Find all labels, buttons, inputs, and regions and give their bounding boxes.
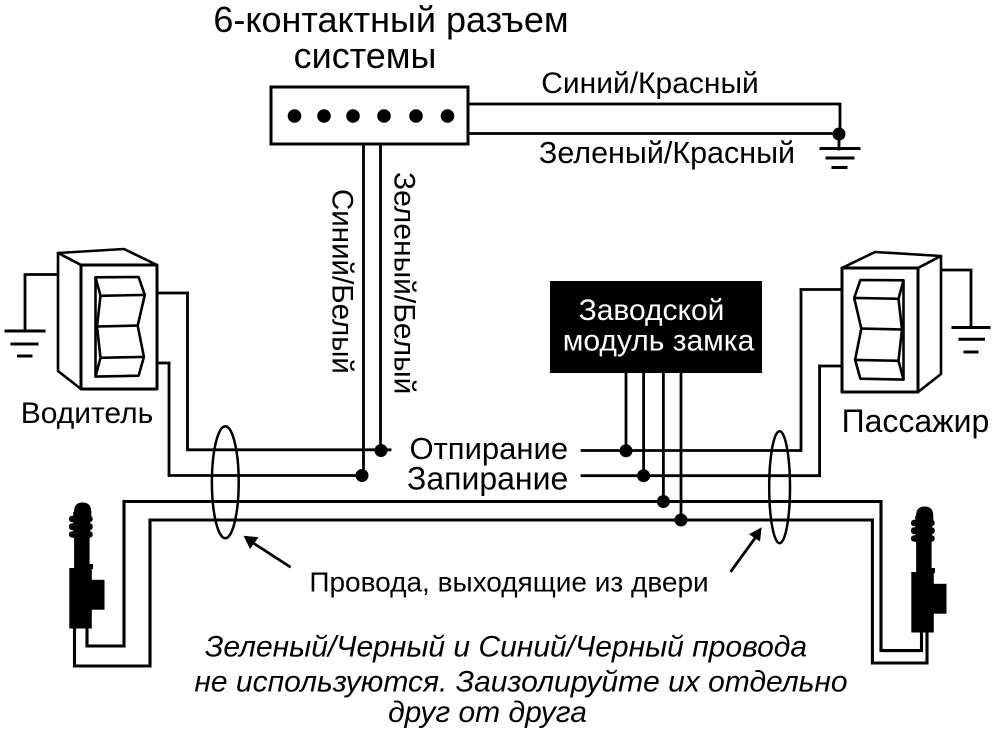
- svg-text:Водитель: Водитель: [21, 397, 154, 430]
- svg-text:Заводской: Заводской: [579, 294, 725, 327]
- svg-text:Зеленый/Красный: Зеленый/Красный: [539, 136, 795, 170]
- svg-text:Провода, выходящие из двери: Провода, выходящие из двери: [309, 567, 708, 598]
- svg-text:6-контактный разъем: 6-контактный разъем: [213, 0, 568, 40]
- svg-text:Пассажир: Пассажир: [842, 403, 990, 439]
- svg-text:друг от друга: друг от друга: [388, 696, 587, 729]
- svg-text:Синий/Красный: Синий/Красный: [541, 67, 759, 100]
- svg-text:Отпирание: Отпирание: [410, 431, 569, 466]
- svg-text:Зеленый/Черный и Синий/Черный: Зеленый/Черный и Синий/Черный провода: [205, 631, 807, 664]
- svg-text:Синий/Белый: Синий/Белый: [326, 189, 359, 374]
- svg-text:модуль замка: модуль замка: [563, 325, 755, 358]
- svg-text:системы: системы: [294, 35, 437, 76]
- svg-text:Зеленый/Белый: Зеленый/Белый: [388, 172, 421, 394]
- svg-text:не используются. Заизолируйте: не используются. Заизолируйте их отдельн…: [194, 666, 847, 699]
- svg-text:Запирание: Запирание: [407, 461, 568, 497]
